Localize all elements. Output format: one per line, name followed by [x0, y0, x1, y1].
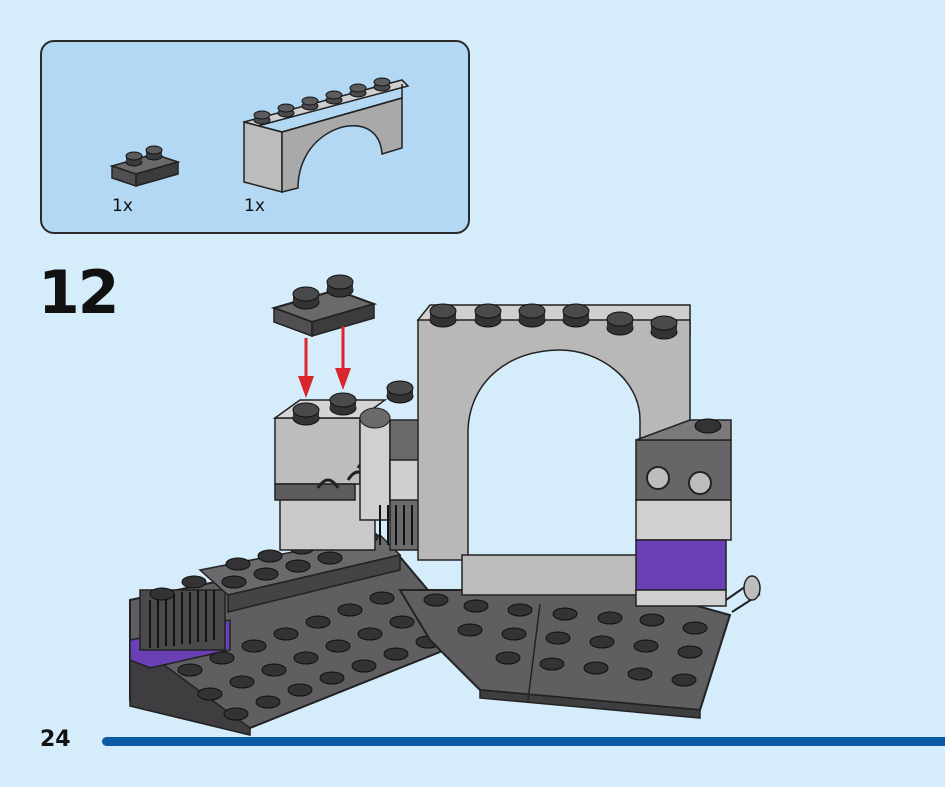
footer-bar — [102, 737, 945, 746]
plate-1x2-part — [109, 145, 181, 188]
right-pillar — [635, 418, 761, 613]
part-qty-arch: 1x — [244, 196, 265, 216]
new-plate-1x2 — [270, 274, 378, 338]
parts-callout: 1x 1x — [40, 40, 470, 234]
placement-arrows — [298, 326, 351, 398]
part-qty-plate: 1x — [112, 196, 133, 216]
arch-element — [416, 303, 691, 596]
step-number: 12 — [38, 258, 119, 328]
arch-1x6-part — [242, 77, 410, 193]
left-base-plate — [129, 530, 472, 736]
right-base-plate — [398, 589, 732, 719]
page-number: 24 — [40, 727, 71, 752]
